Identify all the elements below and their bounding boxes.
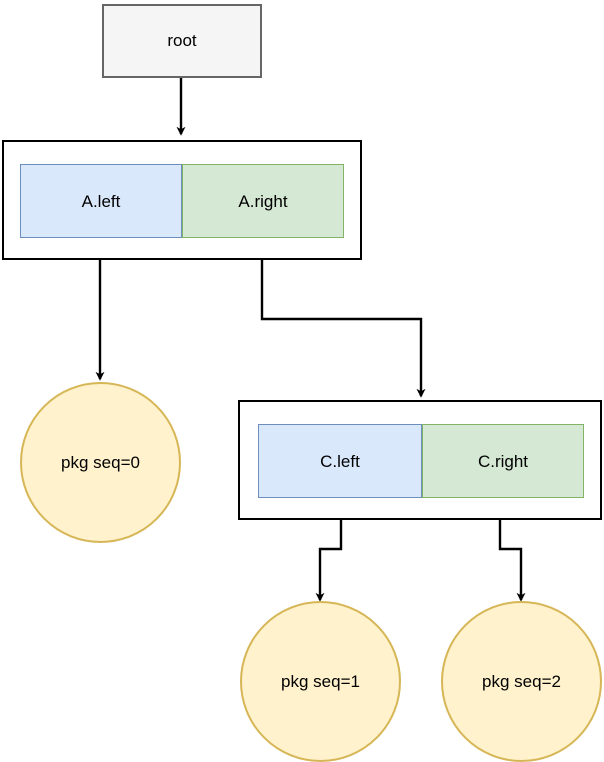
node-root-label: root xyxy=(167,31,197,50)
node-c[interactable]: C.left C.right xyxy=(238,400,602,520)
node-a-right[interactable]: A.right xyxy=(182,164,344,238)
leaf-node-pkg-seq-0-label: pkg seq=0 xyxy=(61,453,140,472)
leaf-node-pkg-seq-0[interactable]: pkg seq=0 xyxy=(20,382,181,543)
node-c-right-label: C.right xyxy=(477,451,529,471)
leaf-node-pkg-seq-2[interactable]: pkg seq=2 xyxy=(441,601,602,762)
node-a-left-label: A.left xyxy=(81,191,121,211)
node-a-right-label: A.right xyxy=(238,191,288,211)
leaf-node-pkg-seq-1[interactable]: pkg seq=1 xyxy=(240,601,401,762)
node-a-left[interactable]: A.left xyxy=(20,164,182,238)
node-root[interactable]: root xyxy=(102,4,262,78)
node-c-left-label: C.left xyxy=(320,451,360,471)
edge-aright-to-c xyxy=(260,243,426,398)
leaf-node-pkg-seq-2-label: pkg seq=2 xyxy=(482,672,561,691)
leaf-node-pkg-seq-1-label: pkg seq=1 xyxy=(281,672,360,691)
node-c-right[interactable]: C.right xyxy=(422,424,584,498)
node-a[interactable]: A.left A.right xyxy=(2,140,362,260)
node-c-left[interactable]: C.left xyxy=(258,424,422,498)
